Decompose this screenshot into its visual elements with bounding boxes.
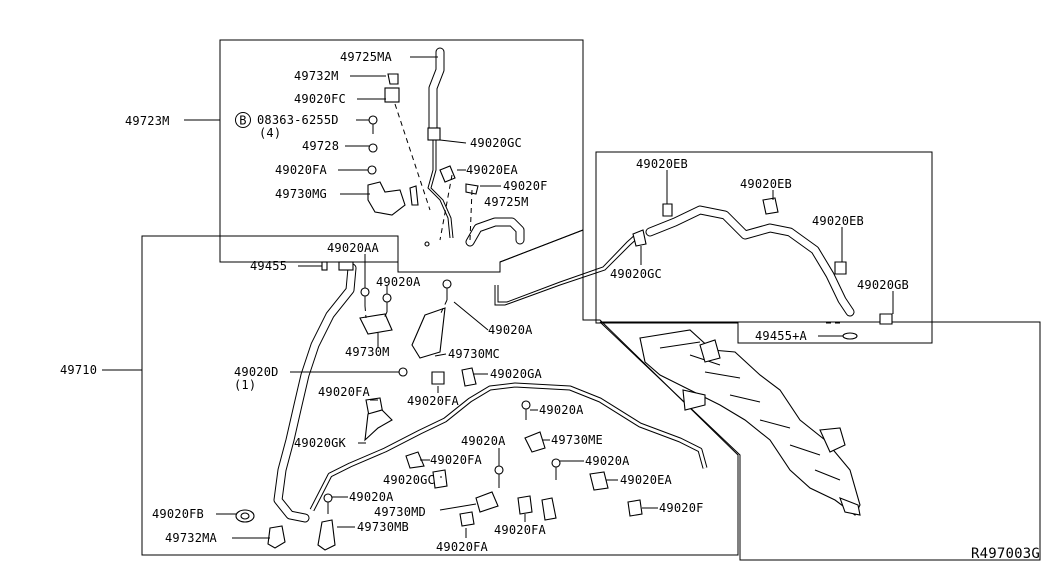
label-49020A-2: 49020A bbox=[488, 323, 533, 337]
circle-b-marker bbox=[235, 112, 251, 128]
label-49020D: 49020D bbox=[234, 365, 279, 379]
label-49725MA: 49725MA bbox=[340, 50, 393, 64]
label-49020A-1: 49020A bbox=[376, 275, 421, 289]
label-49730MG: 49730MG bbox=[275, 187, 327, 201]
frame-49710-group bbox=[141, 229, 739, 556]
frames bbox=[141, 39, 1041, 561]
part-symbols bbox=[235, 73, 893, 551]
label-49020GA: 49020GA bbox=[490, 367, 543, 381]
label-49020F-bottom: 49020F bbox=[659, 501, 704, 515]
leader-lines bbox=[102, 56, 894, 539]
label-49020GK: 49020GK bbox=[294, 436, 347, 450]
diagram-code: R497003G bbox=[971, 546, 1040, 562]
label-49725M: 49725M bbox=[484, 195, 529, 209]
part-labels: 49723M 49725MA 49732M 49020FC 08363-6255… bbox=[60, 50, 909, 554]
label-49020EA-top: 49020EA bbox=[466, 163, 519, 177]
label-49455: 49455 bbox=[250, 259, 287, 273]
label-49020EB-3: 49020EB bbox=[812, 214, 864, 228]
label-49020GC-bottom: 49020GC bbox=[383, 473, 435, 487]
label-49020GC-top: 49020GC bbox=[470, 136, 522, 150]
label-49020A-4: 49020A bbox=[461, 434, 506, 448]
label-49020FB: 49020FB bbox=[152, 507, 204, 521]
label-49020FA-mid3: 49020FA bbox=[430, 453, 483, 467]
label-qty-4: (4) bbox=[259, 126, 281, 140]
label-49710: 49710 bbox=[60, 363, 97, 377]
frame-49723M-group bbox=[219, 39, 584, 273]
label-49020FC: 49020FC bbox=[294, 92, 346, 106]
label-49020GB: 49020GB bbox=[857, 278, 909, 292]
label-49020A-3: 49020A bbox=[539, 403, 584, 417]
label-49732M: 49732M bbox=[294, 69, 339, 83]
label-49730MB: 49730MB bbox=[357, 520, 409, 534]
frame-steering-gear bbox=[599, 321, 1041, 561]
label-49020EA-bottom: 49020EA bbox=[620, 473, 673, 487]
label-49730M: 49730M bbox=[345, 345, 390, 359]
label-49020AA: 49020AA bbox=[327, 241, 380, 255]
label-49020GC-right: 49020GC bbox=[610, 267, 662, 281]
label-49020FA-mid1: 49020FA bbox=[318, 385, 371, 399]
label-49728: 49728 bbox=[302, 139, 339, 153]
label-49020EB-1: 49020EB bbox=[636, 157, 688, 171]
label-08363-6255D: 08363-6255D bbox=[257, 113, 339, 127]
circle-b-letter: B bbox=[239, 114, 246, 128]
label-49730MD: 49730MD bbox=[374, 505, 426, 519]
label-49020A-5: 49020A bbox=[585, 454, 630, 468]
hoses-and-pipes bbox=[273, 47, 855, 523]
label-49732MA: 49732MA bbox=[165, 531, 218, 545]
label-49455-A: 49455+A bbox=[755, 329, 808, 343]
label-49020FA-mid2: 49020FA bbox=[407, 394, 460, 408]
label-49020EB-2: 49020EB bbox=[740, 177, 792, 191]
label-49730MC: 49730MC bbox=[448, 347, 500, 361]
steering-gear-assembly bbox=[639, 329, 861, 516]
label-49730ME: 49730ME bbox=[551, 433, 603, 447]
dashed-leaders bbox=[364, 103, 840, 324]
label-49020F-top: 49020F bbox=[503, 179, 548, 193]
label-49020FA-bot1: 49020FA bbox=[494, 523, 547, 537]
label-49723M: 49723M bbox=[125, 114, 170, 128]
label-qty-1: (1) bbox=[234, 378, 256, 392]
label-49020FA-bot2: 49020FA bbox=[436, 540, 489, 554]
label-49020A-6: 49020A bbox=[349, 490, 394, 504]
frame-right-hose-group bbox=[595, 151, 933, 344]
label-49020FA-top: 49020FA bbox=[275, 163, 328, 177]
